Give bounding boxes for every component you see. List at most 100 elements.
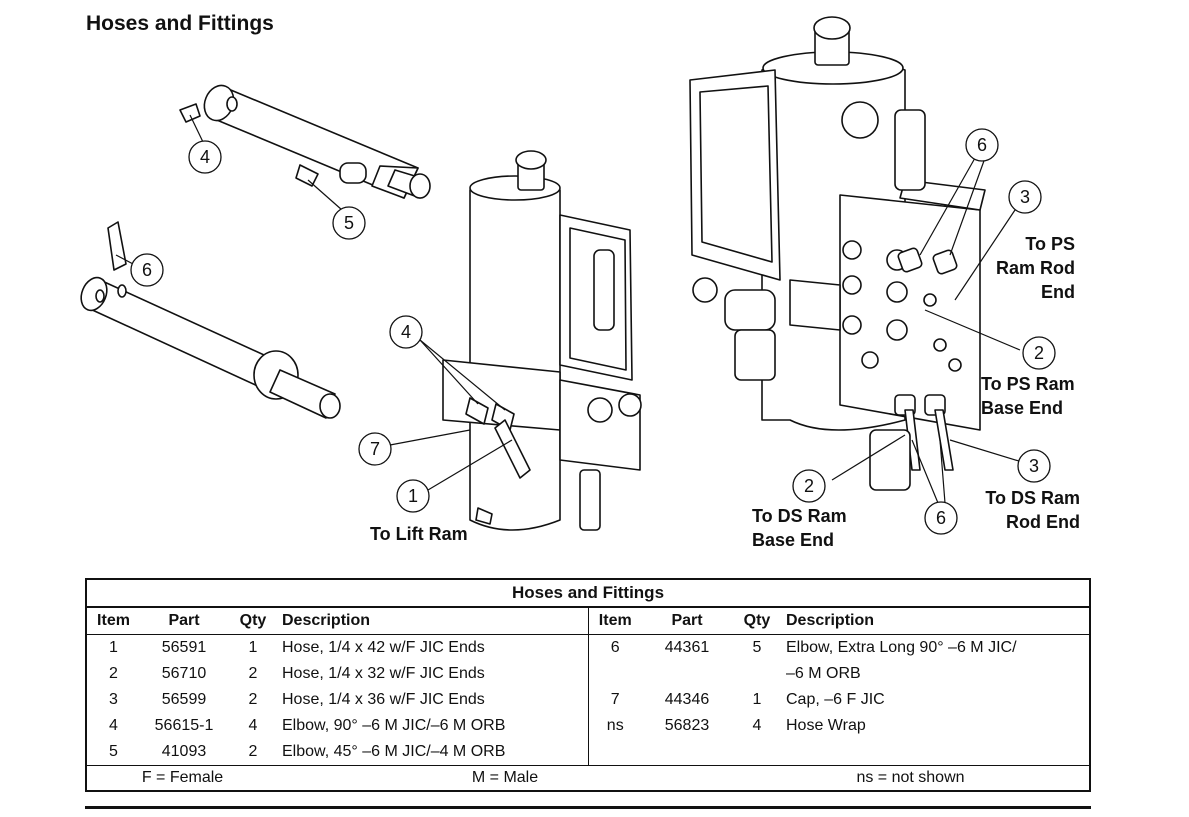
callout-3-upper: 3 — [1008, 180, 1042, 214]
label-ps-rod-1: To PS — [1025, 234, 1075, 254]
svg-text:7: 7 — [370, 439, 380, 459]
callout-2-right: 2 — [1022, 336, 1056, 370]
callout-6-lower-right: 6 — [924, 501, 958, 535]
cell-qty — [732, 661, 782, 687]
cell-description: Elbow, 90° –6 M JIC/–6 M ORB — [282, 717, 506, 734]
cell-description — [782, 739, 1090, 766]
cell-qty: 4 — [248, 717, 258, 734]
cell-part: 44346 — [664, 691, 710, 708]
cell-description: Cap, –6 F JIC — [786, 691, 885, 708]
table-legend-row: F = Female M = Male ns = not shown — [86, 765, 1090, 791]
cell-item: 4 — [109, 717, 118, 734]
cell-qty: 2 — [248, 665, 258, 682]
header-qty: Qty — [228, 607, 278, 635]
callout-6-upper-right: 6 — [965, 128, 999, 162]
cell-part: 41093 — [161, 743, 207, 760]
svg-text:2: 2 — [804, 476, 814, 496]
parts-diagram: 4 5 6 4 7 1 6 3 2 3 2 6 To — [80, 16, 1080, 550]
callout-2-lower: 2 — [792, 469, 826, 503]
table-row: 1 56591 1 Hose, 1/4 x 42 w/F JIC Ends 6 … — [86, 634, 1090, 661]
cell-item: 6 — [587, 634, 642, 661]
cell-part: 44361 — [664, 639, 710, 656]
cell-qty: 5 — [752, 639, 762, 656]
callout-4-upper: 4 — [188, 140, 222, 174]
legend-not-shown: ns = not shown — [732, 765, 1090, 791]
cell-qty: 2 — [248, 691, 258, 708]
bottom-divider — [85, 806, 1091, 809]
callout-5: 5 — [332, 206, 366, 240]
callout-6-left: 6 — [130, 253, 164, 287]
cell-qty — [732, 739, 782, 766]
cell-description: Hose, 1/4 x 32 w/F JIC Ends — [282, 665, 485, 682]
table-row: 2 56710 2 Hose, 1/4 x 32 w/F JIC Ends –6… — [86, 661, 1090, 687]
label-ps-rod-2: Ram Rod — [996, 258, 1075, 278]
cell-part — [642, 661, 732, 687]
cell-item: 5 — [109, 743, 118, 760]
label-ds-base-1: To DS Ram — [752, 506, 847, 526]
ram-cylinder-lower — [80, 221, 341, 419]
svg-text:4: 4 — [401, 322, 411, 342]
table-row: 5 41093 2 Elbow, 45° –6 M JIC/–4 M ORB — [86, 739, 1090, 766]
cell-item: ns — [587, 713, 642, 739]
cell-qty: 4 — [752, 717, 762, 734]
label-ps-rod-3: End — [1041, 282, 1075, 302]
svg-text:6: 6 — [142, 260, 152, 280]
cell-part — [642, 739, 732, 766]
cell-item: 1 — [109, 639, 118, 656]
label-ds-rod-2: Rod End — [1006, 512, 1080, 532]
cell-qty: 2 — [248, 743, 258, 760]
cell-description: Hose Wrap — [786, 717, 866, 734]
callout-7: 7 — [358, 432, 392, 466]
table-title: Hoses and Fittings — [86, 579, 1090, 608]
callout-1: 1 — [396, 479, 430, 513]
label-ps-base-2: Base End — [981, 398, 1063, 418]
label-ds-base-2: Base End — [752, 530, 834, 550]
cell-part: 56823 — [664, 717, 710, 734]
cell-description: Hose, 1/4 x 36 w/F JIC Ends — [282, 691, 485, 708]
cell-part: 56591 — [161, 639, 207, 656]
svg-text:4: 4 — [200, 147, 210, 167]
cell-item: 2 — [109, 665, 118, 682]
header-item: Item — [86, 607, 140, 635]
cell-description: Elbow, Extra Long 90° –6 M JIC/ — [786, 639, 1017, 656]
ram-cylinder-upper — [179, 84, 431, 199]
table-row: 4 56615-1 4 Elbow, 90° –6 M JIC/–6 M ORB… — [86, 713, 1090, 739]
label-ds-rod-1: To DS Ram — [985, 488, 1080, 508]
svg-text:1: 1 — [408, 486, 418, 506]
svg-text:2: 2 — [1034, 343, 1044, 363]
label-ps-base-1: To PS Ram — [981, 374, 1075, 394]
cell-qty: 1 — [752, 691, 762, 708]
svg-text:6: 6 — [977, 135, 987, 155]
power-unit-center — [442, 150, 642, 531]
header-description: Description — [782, 607, 1090, 635]
header-part: Part — [140, 607, 228, 635]
callout-4-center: 4 — [389, 315, 423, 349]
table-header-row: Item Part Qty Description Item Part Qty … — [86, 607, 1090, 635]
header-item: Item — [587, 607, 642, 635]
legend-male: M = Male — [278, 765, 732, 791]
svg-text:5: 5 — [344, 213, 354, 233]
cell-description: Elbow, 45° –6 M JIC/–4 M ORB — [282, 743, 506, 760]
header-qty: Qty — [732, 607, 782, 635]
cell-part: 56615-1 — [154, 717, 214, 734]
page-title: Hoses and Fittings — [86, 12, 274, 35]
svg-text:6: 6 — [936, 508, 946, 528]
svg-text:3: 3 — [1020, 187, 1030, 207]
header-description: Description — [278, 607, 588, 635]
parts-table: Hoses and Fittings Item Part Qty Descrip… — [85, 578, 1091, 792]
cell-part: 56710 — [161, 665, 207, 682]
cell-item — [587, 661, 642, 687]
leader-lines — [115, 114, 1023, 504]
svg-text:3: 3 — [1029, 456, 1039, 476]
label-to-lift-ram: To Lift Ram — [370, 524, 468, 544]
header-part: Part — [642, 607, 732, 635]
cell-description: Hose, 1/4 x 42 w/F JIC Ends — [282, 639, 485, 656]
cell-item — [587, 739, 642, 766]
callout-3-lower: 3 — [1017, 449, 1051, 483]
power-unit-right — [689, 16, 986, 491]
cell-item: 3 — [109, 691, 118, 708]
cell-description: –6 M ORB — [786, 665, 861, 682]
cell-qty: 1 — [248, 639, 258, 656]
table-row: 3 56599 2 Hose, 1/4 x 36 w/F JIC Ends 7 … — [86, 687, 1090, 713]
cell-part: 56599 — [161, 691, 207, 708]
